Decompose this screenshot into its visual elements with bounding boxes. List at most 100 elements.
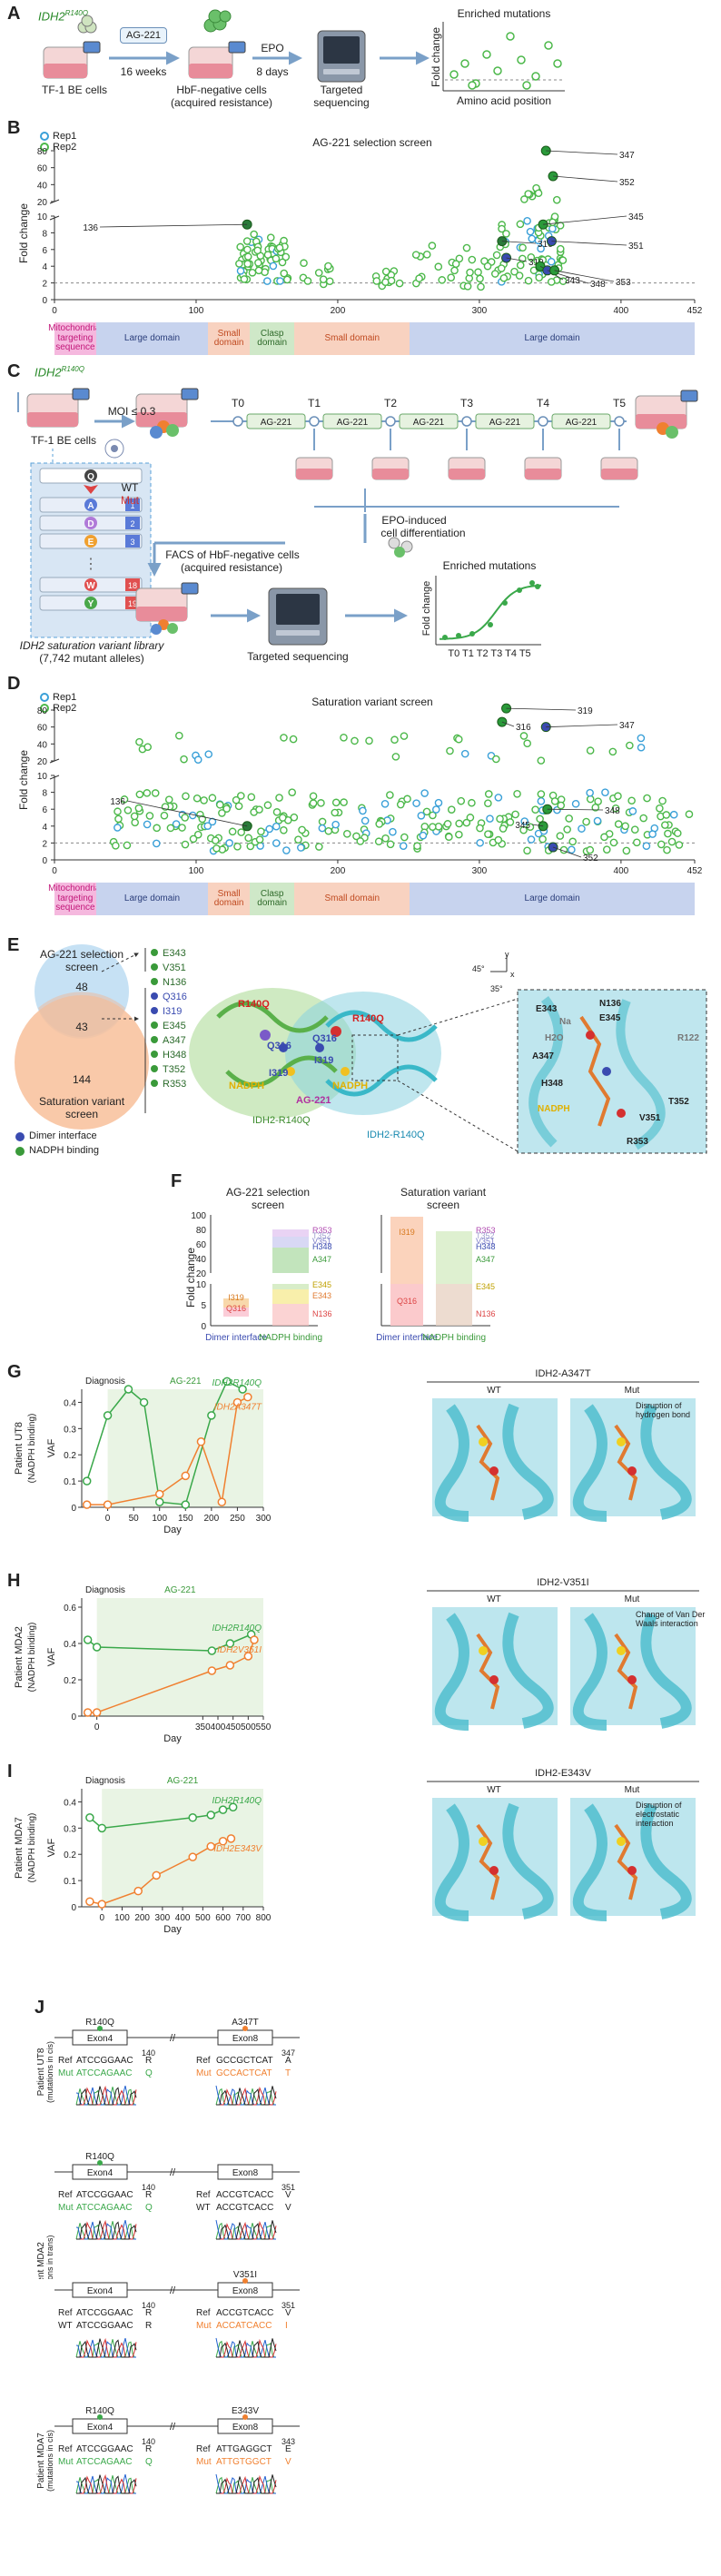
data-point xyxy=(175,731,183,740)
data-point xyxy=(611,804,620,813)
data-point xyxy=(85,1813,94,1822)
data-point xyxy=(228,827,237,836)
chromatogram-trace xyxy=(216,2220,277,2240)
series-label: IDH2R140Q xyxy=(212,1624,262,1633)
data-point xyxy=(300,259,308,268)
nadph-stick xyxy=(476,1633,500,1710)
bar-segment xyxy=(390,1284,423,1326)
data-point xyxy=(490,270,499,278)
data-point xyxy=(422,807,431,816)
data-point xyxy=(238,1385,247,1394)
bar-label: E345 xyxy=(476,1282,495,1291)
callout-label: 316 xyxy=(516,723,531,733)
panel-label: D xyxy=(7,674,21,694)
data-point xyxy=(400,732,409,740)
patient-sublabel: (mutations in cis) xyxy=(45,2430,54,2492)
mutation-label: E345 xyxy=(163,1021,186,1031)
data-point xyxy=(568,845,576,854)
callout-label: 347 xyxy=(619,151,635,161)
data-point xyxy=(375,820,384,828)
break-mark: // xyxy=(170,2167,176,2178)
break-mark: // xyxy=(170,2285,176,2296)
aa-label: V xyxy=(285,2203,291,2213)
flask-icon xyxy=(295,457,333,480)
data-point xyxy=(498,224,506,233)
data-point xyxy=(153,824,161,833)
drug-pill xyxy=(322,413,382,429)
timepoint-marker xyxy=(232,416,243,427)
x-tick-label: 200 xyxy=(331,866,346,876)
data-point xyxy=(351,736,359,745)
data-point xyxy=(225,839,233,847)
panel-e-graphics xyxy=(15,944,707,1156)
chart-title: AG-221 selection screen xyxy=(312,136,432,149)
venn-bottom xyxy=(15,995,149,1130)
codon-letter: W xyxy=(86,581,95,591)
helix xyxy=(640,1802,692,1920)
patient-label: Patient MDA7 xyxy=(14,1817,25,1879)
venn-mid-count: 43 xyxy=(75,1021,88,1033)
data-point xyxy=(413,842,421,851)
data-point xyxy=(400,833,409,842)
callout-label: 136 xyxy=(83,223,98,233)
y-tick-label: 10 xyxy=(37,772,48,782)
data-point xyxy=(143,743,153,751)
mutation-label: R140Q xyxy=(85,2152,114,2162)
helix xyxy=(502,1802,554,1920)
aa-label: V xyxy=(285,2457,291,2467)
virus-icon xyxy=(104,439,124,459)
helix xyxy=(640,1403,692,1520)
data-point xyxy=(520,817,529,825)
data-point xyxy=(523,217,531,225)
seq-row-label: Mut xyxy=(58,2457,74,2467)
y-tick-label: 0.2 xyxy=(64,1451,76,1461)
bar-label: T352 xyxy=(476,1231,495,1240)
y-tick-label: 8 xyxy=(42,229,47,239)
data-point xyxy=(131,818,139,827)
chromatogram-trace xyxy=(216,2086,277,2106)
data-point xyxy=(181,1500,191,1509)
helix xyxy=(572,1404,607,1522)
data-point xyxy=(552,195,561,204)
y-tick-label: 4 xyxy=(42,823,47,833)
data-point xyxy=(218,1805,228,1814)
timepoint-marker xyxy=(461,416,472,427)
rep2-marker xyxy=(40,143,49,153)
bar-segment xyxy=(272,1289,309,1304)
atom xyxy=(627,1466,637,1476)
seq-row-label: WT xyxy=(196,2203,211,2213)
data-point xyxy=(154,1489,164,1499)
data-point xyxy=(544,41,553,50)
y-tick-label: 0.3 xyxy=(64,1425,76,1435)
struct-ag221: AG-221 xyxy=(296,1095,331,1106)
x-tick-label: 150 xyxy=(178,1514,193,1524)
y-tick-label: 0 xyxy=(71,1504,76,1514)
aa-label: R xyxy=(145,2321,152,2331)
callout-line xyxy=(551,241,627,246)
legend-nadph: NADPH binding xyxy=(29,1145,100,1156)
lib-wt: WT xyxy=(121,481,139,494)
seq-row-label: Mut xyxy=(196,2321,212,2331)
data-point xyxy=(294,835,302,844)
x-tick-label: 200 xyxy=(204,1514,220,1524)
cells-icon xyxy=(203,9,232,33)
bar-label: R353 xyxy=(312,1226,332,1235)
helix xyxy=(572,1613,607,1731)
data-point xyxy=(517,587,522,593)
callout-line xyxy=(506,257,528,262)
data-point xyxy=(365,736,373,745)
data-point xyxy=(130,812,139,821)
data-point xyxy=(657,840,666,849)
data-point xyxy=(178,824,186,832)
zoom-residue-label: E343 xyxy=(536,1004,558,1014)
aa-label: V xyxy=(285,2190,291,2200)
data-point xyxy=(673,829,682,837)
data-point xyxy=(526,823,535,832)
data-point xyxy=(218,809,226,817)
panel-label: J xyxy=(35,1998,45,2018)
mutation-item: R353 xyxy=(151,1077,187,1091)
patient-sublabel: (NADPH binding) xyxy=(27,1813,37,1883)
domain-segment: Clasp domain xyxy=(250,322,295,355)
data-point xyxy=(445,833,453,842)
